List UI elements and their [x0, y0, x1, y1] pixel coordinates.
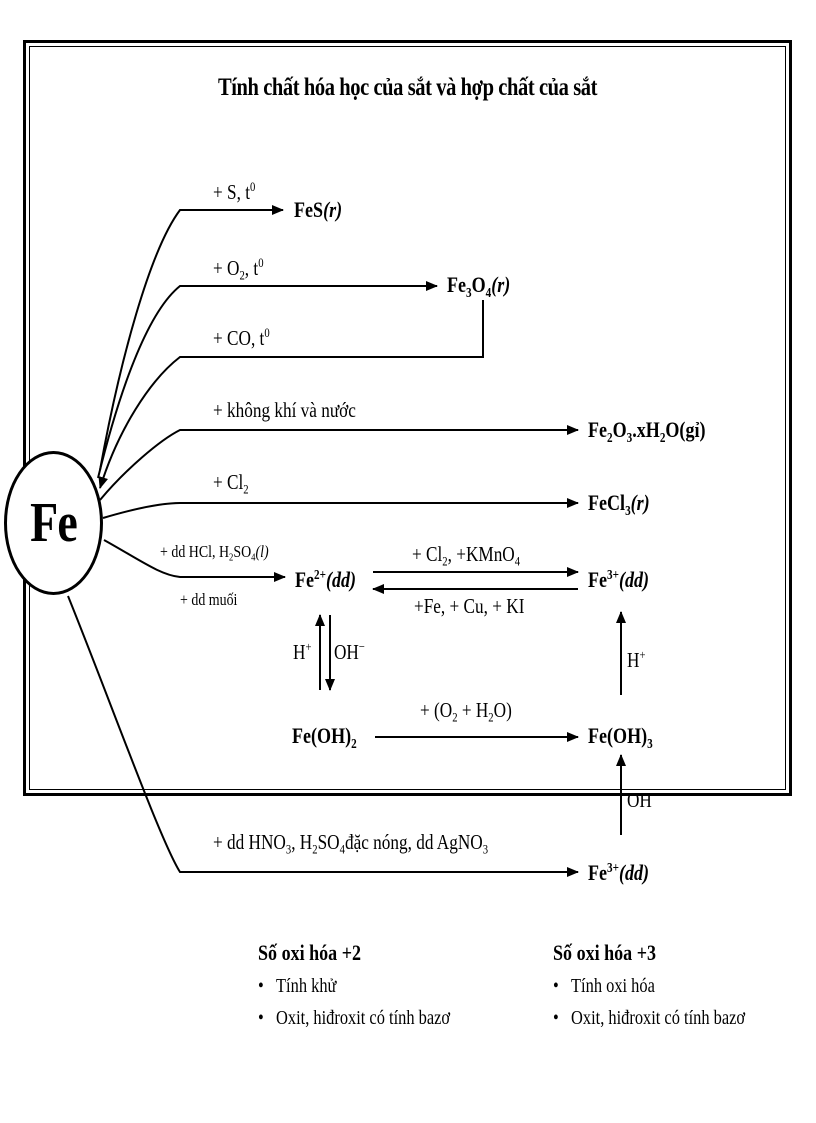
reagent-air-water: + không khí và nước [213, 398, 356, 422]
reagent-acid: + dd HCl, H2SO4(l) [160, 542, 269, 564]
reagent-co: + CO, t0 [213, 325, 270, 350]
right-summary-heading: Số oxi hóa +3 [553, 940, 657, 965]
arrow-rust [99, 425, 579, 501]
arrow-fe3o4 [97, 281, 438, 479]
reagent-oh-minus: OH− [334, 639, 365, 664]
product-fe3-plus: Fe3+(dd) [588, 566, 650, 592]
product-fe3o4: Fe3O4(r) [447, 272, 511, 300]
product-rust: Fe2O3.xH2O(gỉ) [588, 417, 706, 445]
reagent-s: + S, t0 [213, 179, 256, 204]
fe-center-label: Fe [30, 492, 78, 554]
fe-circle [4, 451, 103, 595]
product-feoh2: Fe(OH)2 [292, 723, 357, 751]
list-item: Oxit, hiđroxit có tính bazơ [258, 1002, 450, 1034]
product-fe3-plus-bottom: Fe3+(dd) [588, 859, 650, 885]
reagent-reducers: +Fe, + Cu, + KI [414, 594, 525, 618]
reagent-o2-h2o: + (O2 + H2O) [420, 698, 512, 725]
arrow-fes [99, 205, 284, 471]
outer-frame [23, 40, 792, 796]
reagent-o2: + O2, t0 [213, 255, 264, 283]
left-summary-list: Tính khử Oxit, hiđroxit có tính bazơ [258, 970, 450, 1034]
list-item: Tính khử [258, 970, 450, 1002]
arrow-hno3 [67, 595, 579, 877]
arrow-co [98, 300, 484, 489]
list-item: Oxit, hiđroxit có tính bazơ [553, 1002, 745, 1034]
reagent-salt: + dd muối [180, 590, 238, 609]
product-feoh3: Fe(OH)3 [588, 723, 653, 751]
list-item: Tính oxi hóa [553, 970, 745, 1002]
product-fe2-plus: Fe2+(dd) [295, 566, 357, 592]
inner-frame [29, 46, 786, 790]
reagent-oxidizers: + Cl2, +KMnO4 [412, 542, 521, 569]
product-fecl3: FeCl3(r) [588, 490, 650, 518]
product-fes: FeS(r) [294, 197, 343, 222]
right-summary-list: Tính oxi hóa Oxit, hiđroxit có tính bazơ [553, 970, 745, 1034]
reagent-right-oh-minus: OH− [627, 787, 658, 812]
left-summary-heading: Số oxi hóa +2 [258, 940, 362, 965]
reagent-cl2: + Cl2 [213, 470, 249, 497]
reagent-hno3: + dd HNO3, H2SO4đặc nóng, dd AgNO3 [213, 830, 489, 857]
arrow-fecl3 [102, 498, 579, 519]
reagent-right-h-plus: H+ [627, 647, 646, 672]
reagent-h-plus: H+ [293, 639, 312, 664]
arrow-fe2 [103, 539, 286, 582]
page-title: Tính chất hóa học của sắt và hợp chất củ… [217, 74, 598, 101]
